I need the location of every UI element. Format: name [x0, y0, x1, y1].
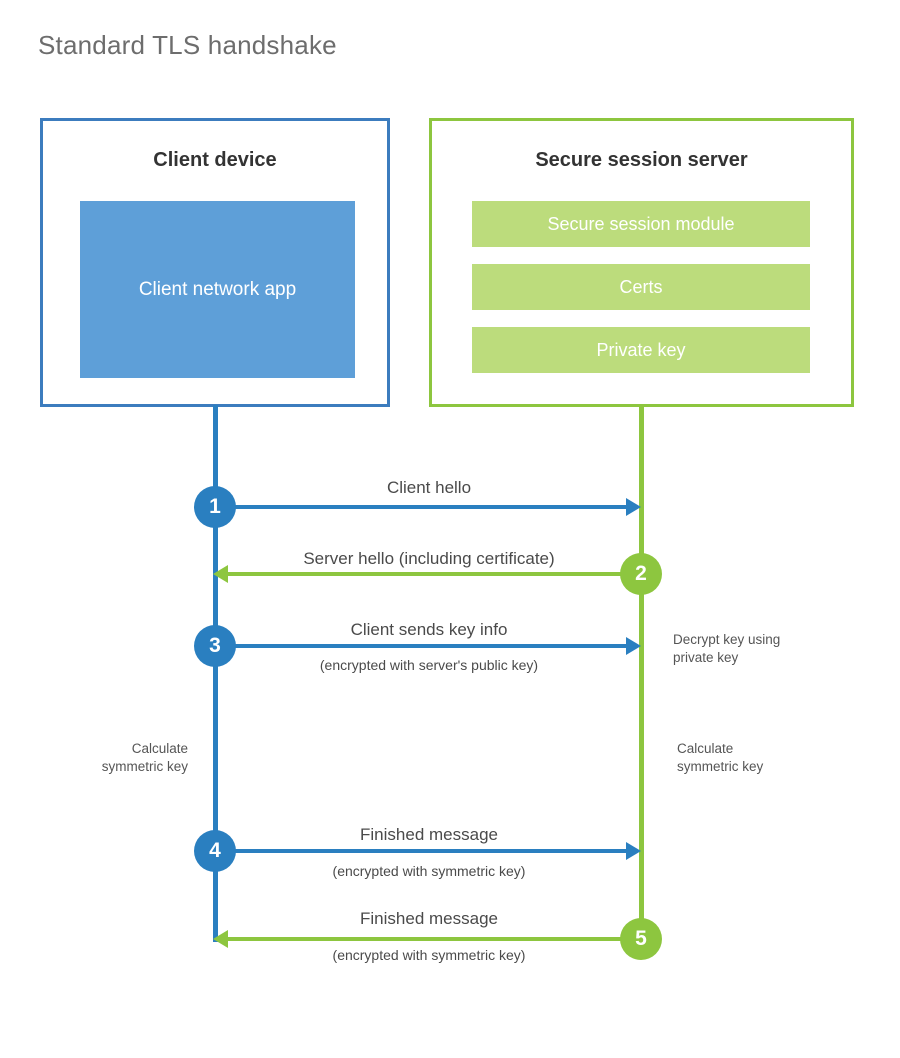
server-calc-note-line2: symmetric key [677, 758, 764, 774]
step-4-label: Finished message [360, 825, 498, 844]
step-5-sublabel: (encrypted with symmetric key) [332, 947, 526, 963]
step-5-label: Finished message [360, 909, 498, 928]
step-2-arrow-line [228, 572, 626, 576]
server-decrypt-note-line2: private key [673, 649, 739, 665]
client-calc-note-line2: symmetric key [101, 758, 188, 774]
step-5-arrow-line [228, 937, 626, 941]
server-decrypt-note: Decrypt key using private key [673, 631, 853, 667]
page-title: Standard TLS handshake [38, 30, 337, 60]
client-network-app-block: Client network app [80, 201, 355, 378]
server-lifeline [639, 405, 644, 942]
step-2-arrow-head-icon [213, 565, 228, 583]
server-decrypt-note-line1: Decrypt key using [673, 632, 781, 647]
step-4-number-badge: 4 [194, 830, 236, 872]
server-module-list: Secure session module Certs Private key [472, 201, 810, 373]
secure-session-server-box: Secure session server Secure session mod… [429, 118, 854, 407]
step-5-arrow-head-icon [213, 930, 228, 948]
step-2-number-badge: 2 [620, 553, 662, 595]
step-3-arrow-line [216, 644, 626, 648]
client-calc-note-line1: Calculate [131, 741, 188, 756]
step-3-number-badge: 3 [194, 625, 236, 667]
server-calc-note-line1: Calculate [677, 741, 734, 756]
step-4-arrow-head-icon [626, 842, 641, 860]
client-lifeline [213, 405, 218, 942]
step-1-number-badge: 1 [194, 486, 236, 528]
step-3-arrow-head-icon [626, 637, 641, 655]
step-2-label: Server hello (including certificate) [303, 549, 555, 568]
client-device-title: Client device [153, 149, 277, 171]
step-4-sublabel: (encrypted with symmetric key) [332, 863, 526, 879]
client-device-box: Client device Client network app [40, 118, 390, 407]
server-calculate-symmetric-key-note: Calculate symmetric key [677, 740, 857, 776]
step-3-label: Client sends key info [350, 620, 508, 639]
step-1-arrow-head-icon [626, 498, 641, 516]
server-module-secure-session-module: Secure session module [472, 201, 810, 247]
client-calculate-symmetric-key-note: Calculate symmetric key [20, 740, 188, 776]
step-3-sublabel: (encrypted with server's public key) [319, 657, 539, 673]
server-module-private-key: Private key [472, 327, 810, 373]
step-1-label: Client hello [386, 478, 472, 497]
server-module-certs: Certs [472, 264, 810, 310]
step-5-number-badge: 5 [620, 918, 662, 960]
step-4-arrow-line [216, 849, 626, 853]
step-1-arrow-line [216, 505, 626, 509]
secure-session-server-title: Secure session server [535, 149, 748, 171]
